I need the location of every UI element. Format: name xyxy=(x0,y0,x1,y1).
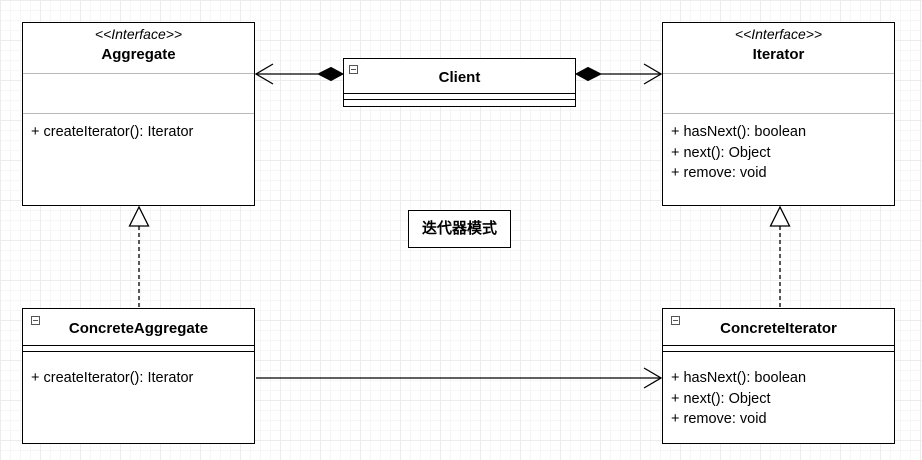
client-aggregate-composition[interactable] xyxy=(254,63,345,85)
concrete-aggregate-name: ConcreteAggregate xyxy=(68,320,209,337)
composition-diamond-left xyxy=(316,66,345,82)
concrete-iterator-divider-1 xyxy=(663,345,894,346)
client-divider-1 xyxy=(344,93,575,94)
concrete-iterator-name: ConcreteIterator xyxy=(720,320,837,337)
method-next: + next(): Object xyxy=(671,144,771,161)
client-class[interactable]: Client xyxy=(343,58,576,107)
aggregate-methods: + createIterator(): Iterator xyxy=(31,122,250,143)
collapse-icon[interactable] xyxy=(349,65,358,74)
concrete-iterator-divider-2 xyxy=(663,351,894,352)
realization-triangle-left xyxy=(128,205,150,227)
iterator-stereotype: <<Interface>> xyxy=(734,26,823,42)
iterator-methods: + hasNext(): boolean + next(): Object + … xyxy=(671,122,890,184)
method-has-next: + hasNext(): boolean xyxy=(671,370,807,386)
concrete-iterator-class[interactable]: ConcreteIterator + hasNext(): boolean + … xyxy=(662,308,895,444)
concrete-aggregate-class[interactable]: ConcreteAggregate + createIterator(): It… xyxy=(22,308,255,444)
concrete-aggregate-methods: + createIterator(): Iterator xyxy=(31,368,250,389)
method-has-next: + hasNext(): boolean xyxy=(671,124,807,140)
iterator-realization[interactable] xyxy=(769,205,791,308)
pattern-title-note[interactable]: 迭代器模式 xyxy=(408,210,511,248)
method-remove: + remove: void xyxy=(671,411,767,427)
method-next: + next(): Object xyxy=(671,390,771,407)
method-remove: + remove: void xyxy=(671,165,767,181)
aggregate-divider-1 xyxy=(23,73,254,74)
aggregate-realization[interactable] xyxy=(128,205,150,308)
concrete-aggregate-divider-1 xyxy=(23,345,254,346)
concrete-iterator-methods: + hasNext(): boolean + next(): Object + … xyxy=(671,368,890,430)
aggregate-class[interactable]: <<Interface>> Aggregate + createIterator… xyxy=(22,22,255,206)
method-create-iterator: + createIterator(): Iterator xyxy=(31,124,194,140)
realization-triangle-right xyxy=(769,205,791,227)
iterator-divider-1 xyxy=(663,73,894,74)
concrete-association[interactable] xyxy=(256,367,663,389)
aggregate-divider-2 xyxy=(23,113,254,114)
aggregate-name: Aggregate xyxy=(101,46,176,63)
iterator-divider-2 xyxy=(663,113,894,114)
client-iterator-composition[interactable] xyxy=(574,63,663,85)
collapse-icon[interactable] xyxy=(31,316,40,325)
aggregate-stereotype: <<Interface>> xyxy=(94,26,183,42)
method-create-iterator: + createIterator(): Iterator xyxy=(31,370,194,386)
iterator-class[interactable]: <<Interface>> Iterator + hasNext(): bool… xyxy=(662,22,895,206)
composition-diamond-right xyxy=(574,66,603,82)
iterator-name: Iterator xyxy=(752,46,805,63)
collapse-icon[interactable] xyxy=(671,316,680,325)
concrete-aggregate-divider-2 xyxy=(23,351,254,352)
client-divider-2 xyxy=(344,99,575,100)
client-name: Client xyxy=(438,69,481,86)
